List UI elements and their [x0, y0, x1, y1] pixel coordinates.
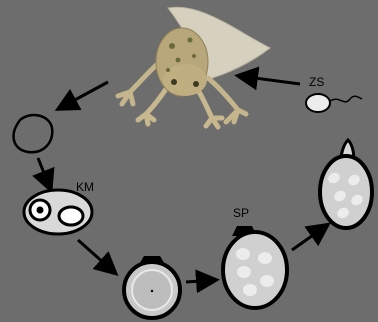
arrow-km-to-sporangium: [78, 240, 114, 272]
label-km: KM: [76, 180, 94, 194]
encysted-cell: [14, 115, 53, 152]
arrow-sp-to-mature: [292, 226, 326, 250]
label-zs: ZS: [309, 75, 324, 89]
km-stage-cell: [24, 190, 92, 234]
arrow-growing-to-sp: [186, 280, 214, 282]
zoospore: [306, 94, 362, 112]
label-sp: SP: [233, 206, 249, 220]
arrow-zoospore-to-frog: [240, 76, 300, 84]
sp-sporangium: [223, 226, 287, 308]
frog-icon: [118, 7, 270, 127]
mature-sporangium: [320, 140, 372, 228]
arrow-cell-to-km: [38, 158, 50, 188]
arrow-frog-to-cell: [60, 82, 108, 108]
growing-sporangium: [124, 256, 180, 318]
